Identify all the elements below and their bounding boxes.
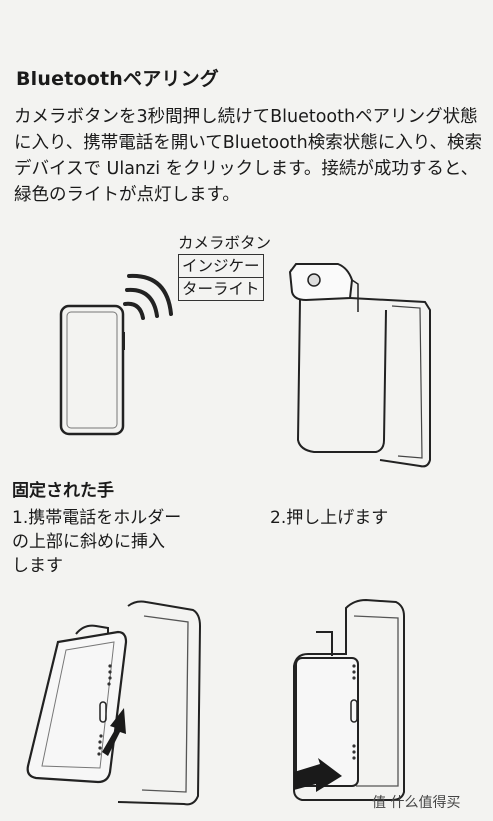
phone-illustration bbox=[59, 273, 173, 436]
grip-illustration bbox=[288, 263, 431, 468]
watermark: 值 什么值得买 bbox=[372, 795, 461, 811]
step-1-line: 1.携帯電話をホルダー bbox=[12, 508, 182, 528]
callout-camera-button: カメラボタン bbox=[178, 234, 272, 252]
step-2: 2.押し上げます bbox=[270, 508, 389, 528]
callout-indicator: インジケー bbox=[178, 254, 264, 277]
step-1-line: します bbox=[12, 556, 63, 576]
pairing-heading: Bluetoothペアリング bbox=[16, 68, 220, 90]
step-1-line: の上部に斜めに挿入 bbox=[12, 532, 165, 552]
button-indicator-callout: カメラボタン インジケー ターライト bbox=[178, 232, 271, 301]
step-1: 1.携帯電話をホルダー の上部に斜めに挿入 します bbox=[12, 506, 252, 578]
fixing-heading: 固定された手 bbox=[12, 481, 114, 501]
callout-light: ターライト bbox=[178, 277, 264, 301]
pairing-instructions: カメラボタンを3秒間押し続けてBluetoothペアリング状態に入り、携帯電話を… bbox=[14, 107, 483, 205]
step2-illustration bbox=[293, 598, 405, 801]
step1-illustration bbox=[26, 600, 202, 806]
